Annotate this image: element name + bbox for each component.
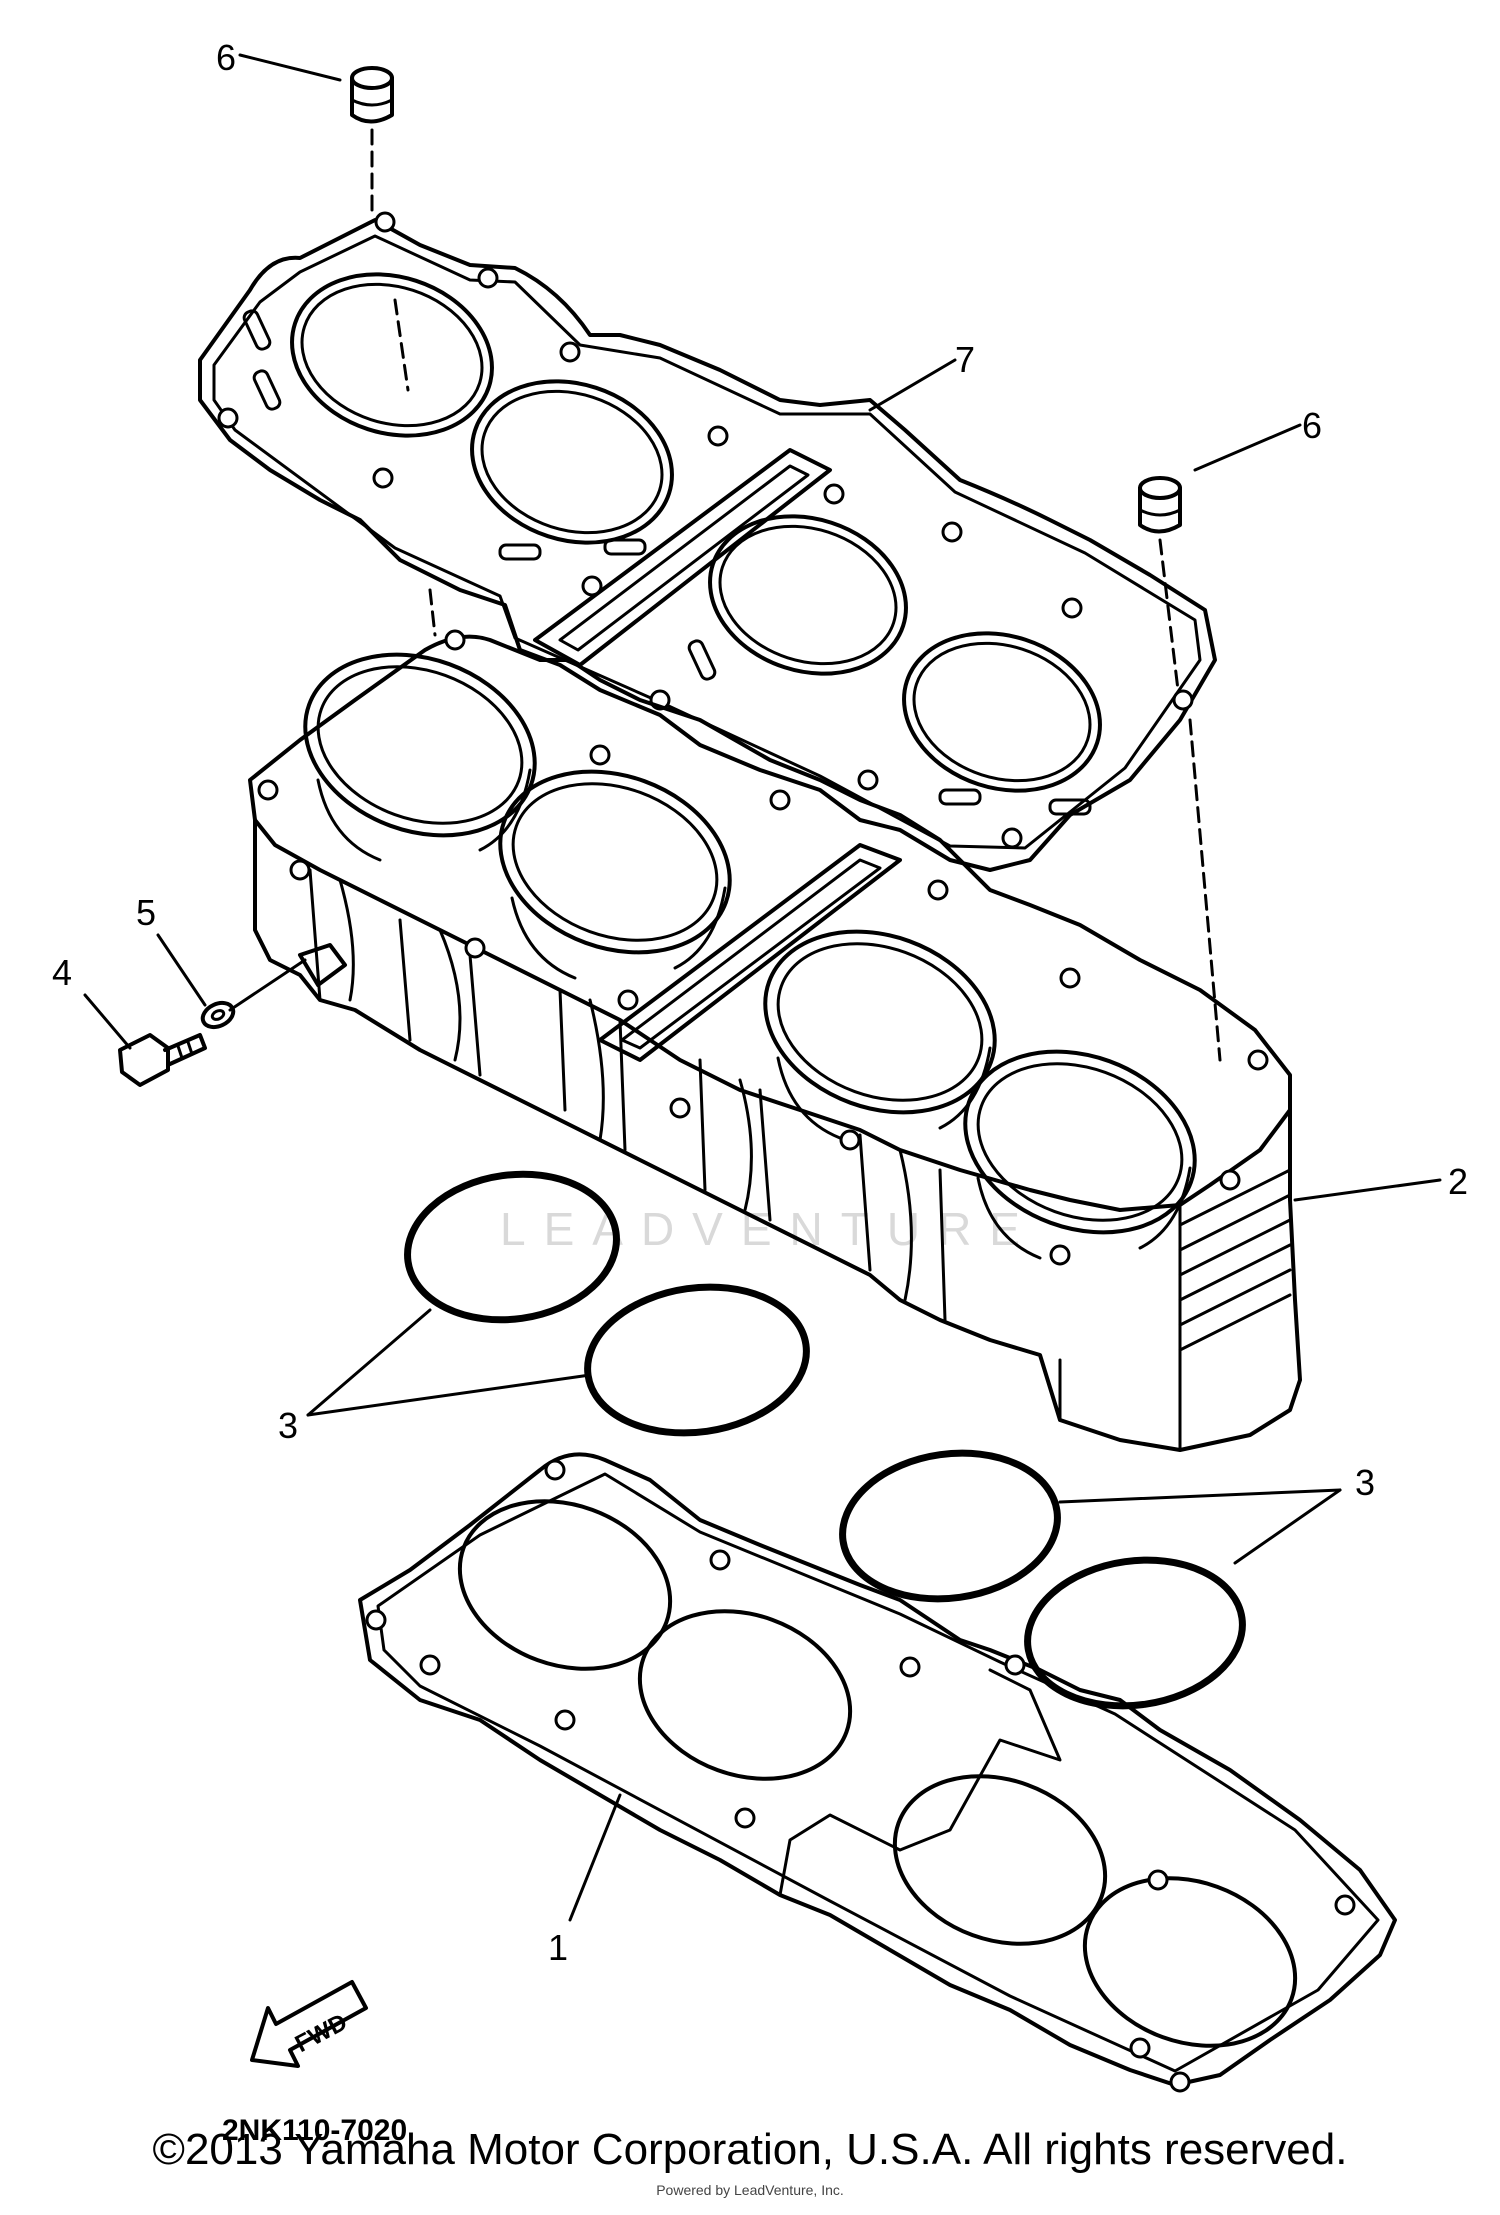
callout-3-left: 3 [278, 1405, 298, 1446]
callout-7: 7 [955, 339, 975, 380]
cylinder-block-part-2[interactable] [248, 624, 1302, 1452]
powered-by-text: Powered by LeadVenture, Inc. [656, 2182, 844, 2198]
diagram-part-code: 2NK110-7020 [222, 2114, 407, 2147]
callout-2: 2 [1448, 1161, 1468, 1202]
callout-6-top: 6 [216, 37, 236, 78]
callout-3-right: 3 [1355, 1462, 1375, 1503]
fwd-label: FWD [291, 2009, 352, 2058]
head-gasket-part-7[interactable] [198, 211, 1217, 872]
dowel-pin-part-6-top[interactable] [350, 66, 394, 124]
watermark-text: LEADVENTURE [500, 1203, 1038, 1255]
o-ring [404, 1170, 620, 1324]
copyright-notice: ©2013 Yamaha Motor Corporation, U.S.A. A… [152, 2125, 1348, 2174]
bolt-part-4[interactable] [118, 1033, 207, 1087]
o-ring [1024, 1556, 1246, 1710]
callout-1: 1 [548, 1927, 568, 1968]
callout-6-right: 6 [1302, 405, 1322, 446]
callout-labels: 1 2 3 3 4 5 6 6 7 [52, 37, 1468, 1968]
o-ring [584, 1283, 810, 1437]
leader-lines [83, 53, 1442, 1922]
callout-5: 5 [136, 892, 156, 933]
callout-4: 4 [52, 952, 72, 993]
o-ring [839, 1449, 1061, 1603]
base-gasket-part-1[interactable] [358, 1452, 1397, 2093]
dowel-pin-part-6-right[interactable] [1138, 476, 1182, 534]
forward-arrow-icon: FWD [250, 1980, 368, 2068]
